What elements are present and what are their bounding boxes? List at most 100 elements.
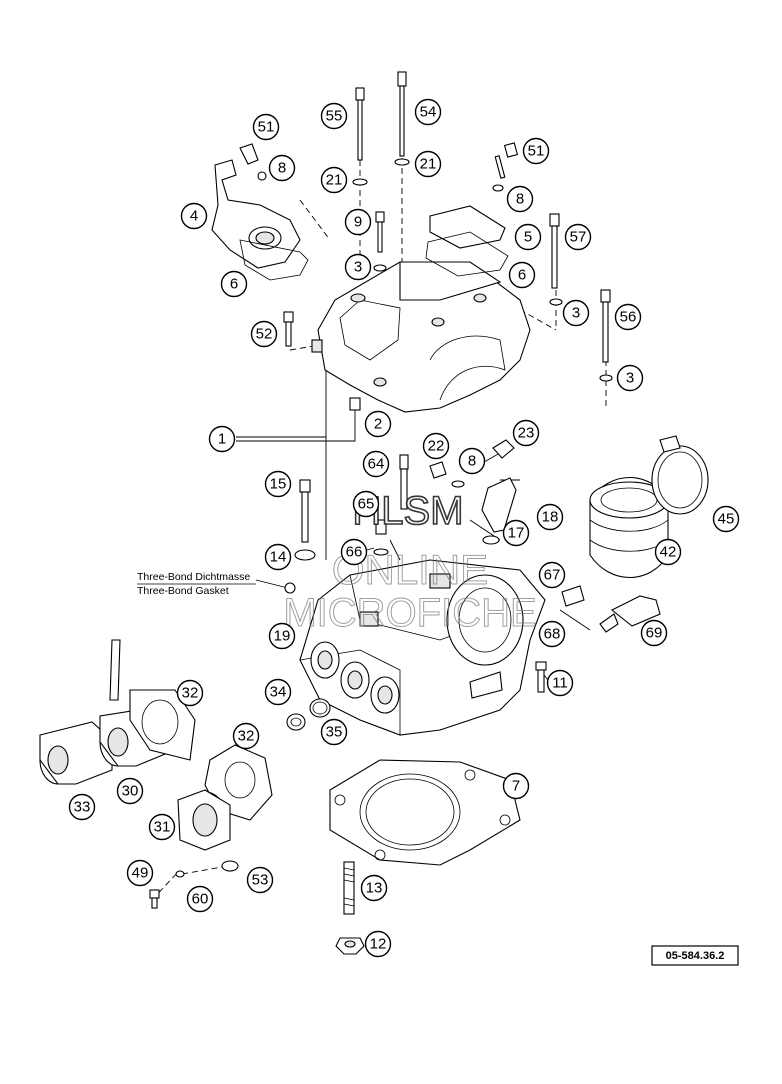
svg-text:53: 53 bbox=[252, 872, 269, 889]
callout-1: 1 bbox=[208, 425, 236, 453]
svg-text:6: 6 bbox=[230, 276, 238, 293]
callout-8-c: 8 bbox=[458, 447, 486, 475]
svg-text:19: 19 bbox=[274, 628, 291, 645]
callout-9: 9 bbox=[344, 208, 372, 236]
svg-text:11: 11 bbox=[552, 675, 568, 692]
exhaust-flanges bbox=[39, 639, 331, 851]
svg-text:4: 4 bbox=[190, 208, 198, 225]
svg-text:66: 66 bbox=[346, 544, 363, 561]
callout-53: 53 bbox=[246, 866, 274, 894]
callout-17: 17 bbox=[502, 519, 530, 547]
callout-57: 57 bbox=[564, 223, 592, 251]
svg-text:32: 32 bbox=[182, 685, 199, 702]
svg-text:65: 65 bbox=[358, 496, 375, 513]
callout-69: 69 bbox=[640, 619, 668, 647]
callout-3-a: 3 bbox=[344, 253, 372, 281]
svg-text:49: 49 bbox=[132, 865, 149, 882]
reference-number-box: 05-584.36.2 bbox=[651, 945, 739, 966]
callout-19: 19 bbox=[268, 622, 296, 650]
callout-23: 23 bbox=[512, 419, 540, 447]
svg-text:57: 57 bbox=[570, 229, 587, 246]
svg-text:55: 55 bbox=[326, 108, 343, 125]
svg-text:64: 64 bbox=[368, 456, 385, 473]
callout-54: 54 bbox=[414, 98, 442, 126]
svg-text:33: 33 bbox=[74, 799, 91, 816]
callout-4: 4 bbox=[180, 202, 208, 230]
note-line-en: Three-Bond Gasket bbox=[137, 585, 229, 597]
callout-21-b: 21 bbox=[414, 150, 442, 178]
callout-49: 49 bbox=[126, 859, 154, 887]
callout-21-a: 21 bbox=[320, 166, 348, 194]
callout-30: 30 bbox=[116, 777, 144, 805]
callout-65: 65 bbox=[352, 490, 380, 518]
svg-text:13: 13 bbox=[366, 880, 383, 897]
callout-13: 13 bbox=[360, 874, 388, 902]
cylinder-head-cover bbox=[311, 261, 531, 413]
svg-text:21: 21 bbox=[420, 156, 437, 173]
svg-text:14: 14 bbox=[270, 549, 287, 566]
svg-text:51: 51 bbox=[528, 143, 545, 160]
svg-text:17: 17 bbox=[508, 525, 525, 542]
svg-text:12: 12 bbox=[370, 936, 387, 953]
svg-text:3: 3 bbox=[572, 305, 580, 322]
callout-8-b: 8 bbox=[506, 185, 534, 213]
callout-35: 35 bbox=[320, 718, 348, 746]
svg-text:35: 35 bbox=[326, 724, 343, 741]
svg-text:54: 54 bbox=[420, 104, 437, 121]
svg-text:3: 3 bbox=[354, 259, 362, 276]
svg-text:22: 22 bbox=[428, 438, 445, 455]
svg-text:30: 30 bbox=[122, 783, 139, 800]
callout-6-a: 6 bbox=[220, 270, 248, 298]
watermark-line-3: MICROFICHE bbox=[283, 591, 536, 635]
callout-3-b: 3 bbox=[562, 299, 590, 327]
svg-text:23: 23 bbox=[518, 425, 535, 442]
callout-64: 64 bbox=[362, 450, 390, 478]
svg-text:2: 2 bbox=[374, 416, 382, 433]
svg-text:6: 6 bbox=[518, 267, 526, 284]
callout-67: 67 bbox=[538, 561, 566, 589]
callout-33: 33 bbox=[68, 793, 96, 821]
callout-32-a: 32 bbox=[176, 679, 204, 707]
svg-text:42: 42 bbox=[660, 544, 677, 561]
svg-text:1: 1 bbox=[218, 431, 226, 448]
bottom-small-parts bbox=[149, 860, 239, 909]
callout-12: 12 bbox=[364, 930, 392, 958]
svg-text:51: 51 bbox=[258, 119, 275, 136]
svg-text:67: 67 bbox=[544, 567, 561, 584]
svg-text:3: 3 bbox=[626, 370, 634, 387]
svg-text:34: 34 bbox=[270, 684, 287, 701]
svg-text:69: 69 bbox=[646, 625, 663, 642]
callout-45: 45 bbox=[712, 505, 740, 533]
svg-text:15: 15 bbox=[270, 476, 287, 493]
callout-11: 11 bbox=[546, 669, 574, 697]
callout-14: 14 bbox=[264, 543, 292, 571]
callout-18: 18 bbox=[536, 503, 564, 531]
callout-5: 5 bbox=[514, 223, 542, 251]
callouts: 51 8 4 6 55 54 21 21 9 3 51 8 5 57 6 52 … bbox=[68, 98, 740, 958]
stud-and-nut bbox=[335, 861, 365, 955]
callout-6-b: 6 bbox=[508, 261, 536, 289]
svg-text:52: 52 bbox=[256, 326, 273, 343]
callout-56: 56 bbox=[614, 303, 642, 331]
reference-number: 05-584.36.2 bbox=[666, 950, 725, 962]
callout-8-a: 8 bbox=[268, 154, 296, 182]
callout-32-b: 32 bbox=[232, 722, 260, 750]
svg-text:21: 21 bbox=[326, 172, 343, 189]
callout-55: 55 bbox=[320, 102, 348, 130]
callout-52: 52 bbox=[250, 320, 278, 348]
callout-42: 42 bbox=[654, 538, 682, 566]
svg-text:8: 8 bbox=[516, 191, 524, 208]
svg-text:7: 7 bbox=[512, 778, 520, 795]
svg-text:18: 18 bbox=[542, 509, 559, 526]
note-line-de: Three-Bond Dichtmasse bbox=[137, 571, 250, 583]
callout-34: 34 bbox=[264, 678, 292, 706]
svg-text:45: 45 bbox=[718, 511, 735, 528]
svg-text:56: 56 bbox=[620, 309, 637, 326]
svg-text:68: 68 bbox=[544, 626, 561, 643]
callout-7: 7 bbox=[502, 772, 530, 800]
svg-text:5: 5 bbox=[524, 229, 532, 246]
callout-51-a: 51 bbox=[252, 113, 280, 141]
svg-text:32: 32 bbox=[238, 728, 255, 745]
intake-rubber-and-clamp bbox=[589, 435, 709, 578]
